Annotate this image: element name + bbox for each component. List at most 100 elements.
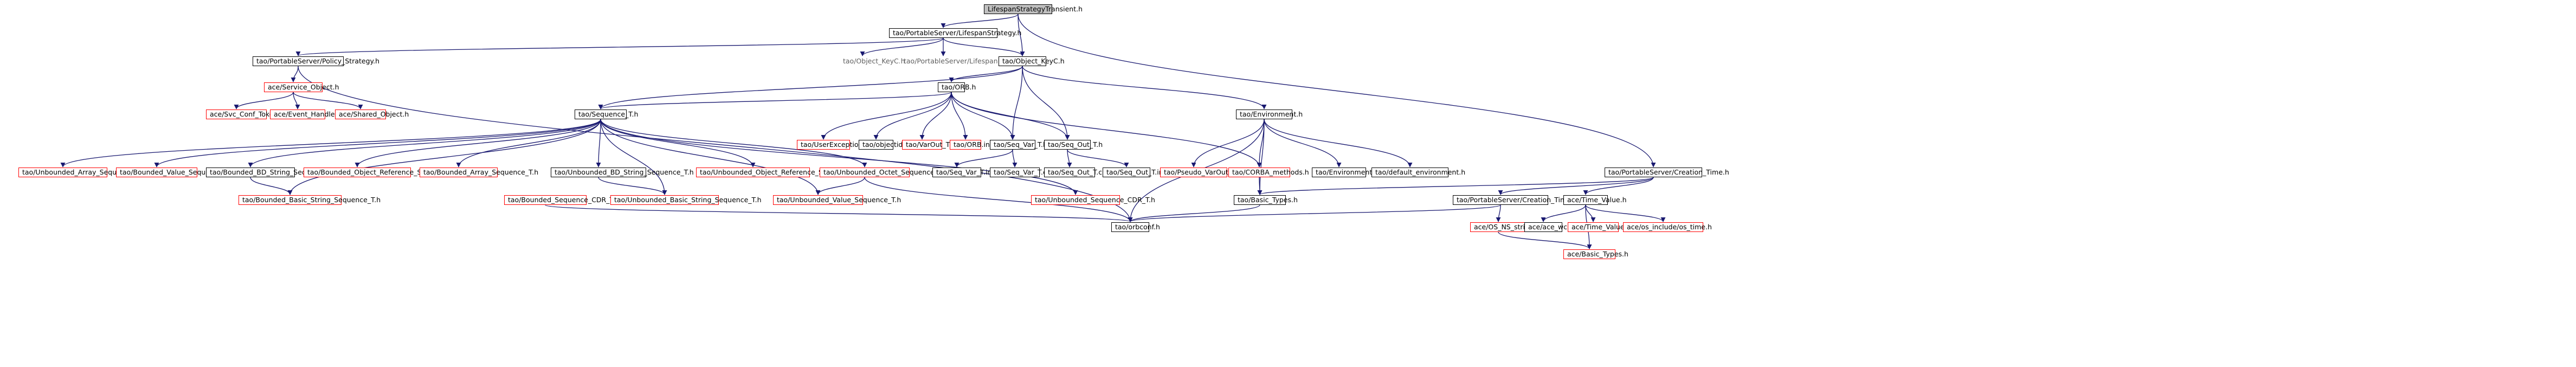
- edge-orb_h-to-seq_out_t: [951, 92, 1070, 140]
- node-unbounded-octet-seq[interactable]: tao/Unbounded_Octet_Sequence_T.h: [820, 168, 948, 177]
- node-user-exception[interactable]: tao/UserException.h: [797, 140, 869, 150]
- edge-environment_h-to-pseudo_varout: [1191, 119, 1265, 168]
- node-unbounded-seq-cdr[interactable]: tao/Unbounded_Sequence_CDR_T.h: [1031, 195, 1155, 205]
- node-creation-time-inl[interactable]: tao/PortableServer/Creation_Time.inl: [1453, 195, 1581, 205]
- edge-root-to-lifespan_strategy: [941, 14, 1019, 28]
- node-basic-types[interactable]: tao/Basic_Types.h: [1234, 195, 1298, 205]
- edge-sequence_t-to-bounded_array_seq: [456, 119, 601, 168]
- node-svc-conf-tokens[interactable]: ace/Svc_Conf_Tokens.h: [206, 110, 288, 119]
- node-default-environment[interactable]: tao/default_environment.h: [1371, 168, 1465, 177]
- node-varout-t[interactable]: tao/VarOut_T.h: [902, 140, 956, 150]
- edge-creation_time_h-to-time_value: [1583, 177, 1654, 195]
- edge-unbounded_bd_string_seq-to-unbounded_basic_string_seq: [598, 177, 667, 195]
- node-root: LifespanStrategyTransient.h: [984, 4, 1083, 14]
- node-seq-var-t-inl[interactable]: tao/Seq_Var_T.inl: [932, 168, 994, 177]
- node-bounded-array-seq[interactable]: tao/Bounded_Array_Sequence_T.h: [420, 168, 538, 177]
- node-service-object[interactable]: ace/Service_Object.h: [264, 82, 339, 92]
- node-seq-out-t[interactable]: tao/Seq_Out_T.h: [1044, 140, 1103, 150]
- node-orbconf[interactable]: tao/orbconf.h: [1111, 222, 1160, 232]
- edge-policy_strategy-to-orbconf: [298, 66, 1133, 222]
- node-bounded-seq-cdr[interactable]: tao/Bounded_Sequence_CDR_T.h: [504, 195, 620, 205]
- edge-object_keyc-to-seq_out_t: [1022, 66, 1070, 140]
- node-sequence-t[interactable]: tao/Sequence_T.h: [575, 110, 638, 119]
- edge-service_object-to-event_handler: [293, 92, 300, 110]
- edge-service_object-to-shared_object: [293, 92, 363, 110]
- edge-unbounded_octet_seq-to-orbconf: [864, 177, 1133, 222]
- node-ace-time-value-inl[interactable]: ace/Time_Value.inl: [1568, 222, 1634, 232]
- edge-seq_var_t-to-seq_var_t_cpp: [1012, 149, 1017, 168]
- edge-sequence_t-to-bounded_basic_string_seq: [287, 119, 601, 195]
- node-seq-var-t-cpp[interactable]: tao/Seq_Var_T.cpp: [990, 168, 1055, 177]
- node-unbounded-value-seq[interactable]: tao/Unbounded_Value_Sequence_T.h: [773, 195, 901, 205]
- node-environment-inl[interactable]: tao/Environment.inl: [1312, 168, 1382, 177]
- node-bounded-value-seq[interactable]: tao/Bounded_Value_Sequence_T.h: [116, 168, 235, 177]
- node-pseudo-varout[interactable]: tao/Pseudo_VarOut_T.h: [1160, 168, 1241, 177]
- edge-root-to-object_keyc: [1017, 14, 1025, 56]
- node-seq-var-t[interactable]: tao/Seq_Var_T.h: [990, 140, 1047, 150]
- node-seq-out-t-inl[interactable]: tao/Seq_Out_T.inl: [1103, 168, 1165, 177]
- edge-orb_h-to-orb_inl: [951, 92, 968, 140]
- node-orb-h[interactable]: tao/ORB.h: [938, 82, 976, 92]
- edge-service_object-to-svc_conf_tokens: [234, 92, 294, 110]
- edge-seq_var_t-to-seq_var_t_inl: [954, 149, 1013, 168]
- node-ace-ace-wchar[interactable]: ace/ace_wchar.h: [1524, 222, 1584, 232]
- node-os-include-time[interactable]: ace/os_include/os_time.h: [1623, 222, 1712, 232]
- edge-corba_methods-to-basic_types: [1257, 177, 1263, 195]
- node-event-handler[interactable]: ace/Event_Handler.h: [270, 110, 343, 119]
- edge-time_value-to-os_include_time: [1585, 204, 1666, 222]
- node-seq-out-t-cpp[interactable]: tao/Seq_Out_T.cpp: [1044, 168, 1111, 177]
- edge-lifespan_strategy-to-object_keyc_h_gray: [860, 37, 944, 56]
- node-objectid[interactable]: tao/objectid.h: [859, 140, 909, 150]
- edge-object_keyc-to-environment_h: [1022, 66, 1267, 110]
- edge-sequence_t-to-unbounded_seq_cdr: [600, 119, 1078, 195]
- node-creation-time[interactable]: tao/PortableServer/Creation_Time.h: [1605, 168, 1729, 177]
- edge-object_keyc-to-sequence_t: [598, 66, 1023, 110]
- node-time-value[interactable]: ace/Time_Value.h: [1563, 195, 1627, 205]
- edge-sequence_t-to-unbounded_basic_string_seq: [600, 119, 667, 195]
- edge-basic_types-to-orbconf: [1128, 204, 1260, 222]
- edge-orb_h-to-corba_methods: [951, 92, 1262, 168]
- node-corba-methods[interactable]: tao/CORBA_methods.h: [1228, 168, 1309, 177]
- edge-seq_out_t-to-seq_out_t_cpp: [1067, 149, 1072, 168]
- node-ace-basic-types[interactable]: ace/Basic_Types.h: [1563, 249, 1628, 259]
- edge-sequence_t-to-bounded_bd_string_seq: [248, 119, 601, 168]
- node-bounded-bd-string-seq[interactable]: tao/Bounded_BD_String_Sequence_T.h: [206, 168, 340, 177]
- edge-object_keyc-to-seq_var_t: [1010, 66, 1023, 140]
- edge-orb_h-to-user_exception: [821, 92, 952, 140]
- edge-creation_time_h-to-creation_time_inl: [1498, 177, 1654, 195]
- node-os-ns-string[interactable]: ace/OS_NS_string.h: [1470, 222, 1540, 232]
- edge-sequence_t-to-bounded_object_ref_seq: [355, 119, 601, 168]
- edge-sequence_t-to-bounded_value_seq: [154, 119, 601, 168]
- node-unbounded-bd-string-seq[interactable]: tao/Unbounded_BD_String_Sequence_T.h: [551, 168, 694, 177]
- node-policy-strategy[interactable]: tao/PortableServer/Policy_Strategy.h: [253, 56, 379, 66]
- edge-lifespan_strategy-to-policy_strategy: [296, 37, 944, 56]
- node-environment[interactable]: tao/Environment.h: [1236, 110, 1303, 119]
- edge-sequence_t-to-unbounded_bd_string_seq: [596, 119, 601, 168]
- node-unbounded-array-seq[interactable]: tao/Unbounded_Array_Sequence_T.h: [18, 168, 146, 177]
- node-unbounded-basic-string-seq[interactable]: tao/Unbounded_Basic_String_Sequence_T.h: [610, 195, 762, 205]
- node-shared-object[interactable]: ace/Shared_Object.h: [335, 110, 409, 119]
- edge-creation_time_h-to-basic_types: [1257, 177, 1654, 195]
- edge-policy_strategy-to-service_object: [291, 66, 299, 82]
- node-bounded-object-ref-seq[interactable]: tao/Bounded_Object_Reference_Sequence_T.…: [304, 168, 463, 177]
- edge-orb_h-to-seq_var_t: [951, 92, 1015, 140]
- edge-orb_h-to-varout_t: [919, 92, 952, 140]
- node-lifespan-policy-c: tao/PortableServer/LifespanPolicyC.h: [900, 56, 1028, 66]
- edge-bounded_seq_cdr-to-orbconf: [545, 204, 1132, 222]
- edge-os_ns_string-to-ace_basic_types: [1498, 231, 1592, 249]
- edge-creation_time_inl-to-orbconf: [1128, 204, 1501, 222]
- node-unbounded-object-ref-seq[interactable]: tao/Unbounded_Object_Reference_Sequence_…: [696, 168, 865, 177]
- edge-root-to-creation_time_h: [1017, 14, 1656, 168]
- edge-sequence_t-to-unbounded_array_seq: [60, 119, 601, 168]
- edge-environment_h-to-default_environment: [1264, 119, 1413, 168]
- edge-creation_time_inl-to-os_ns_string: [1496, 204, 1501, 222]
- node-object-keyc[interactable]: tao/Object_KeyC.h: [999, 56, 1065, 66]
- node-orb-inl[interactable]: tao/ORB.inl: [950, 140, 991, 150]
- node-lifespan-strategy[interactable]: tao/PortableServer/LifespanStrategy.h: [889, 28, 1021, 38]
- edge-sequence_t-to-unbounded_value_seq: [600, 119, 821, 195]
- edge-orb_h-to-sequence_t: [598, 92, 952, 110]
- edge-environment_h-to-environment_inl: [1264, 119, 1342, 168]
- node-bounded-basic-string-seq[interactable]: tao/Bounded_Basic_String_Sequence_T.h: [239, 195, 381, 205]
- edge-orb_h-to-objectid: [873, 92, 952, 140]
